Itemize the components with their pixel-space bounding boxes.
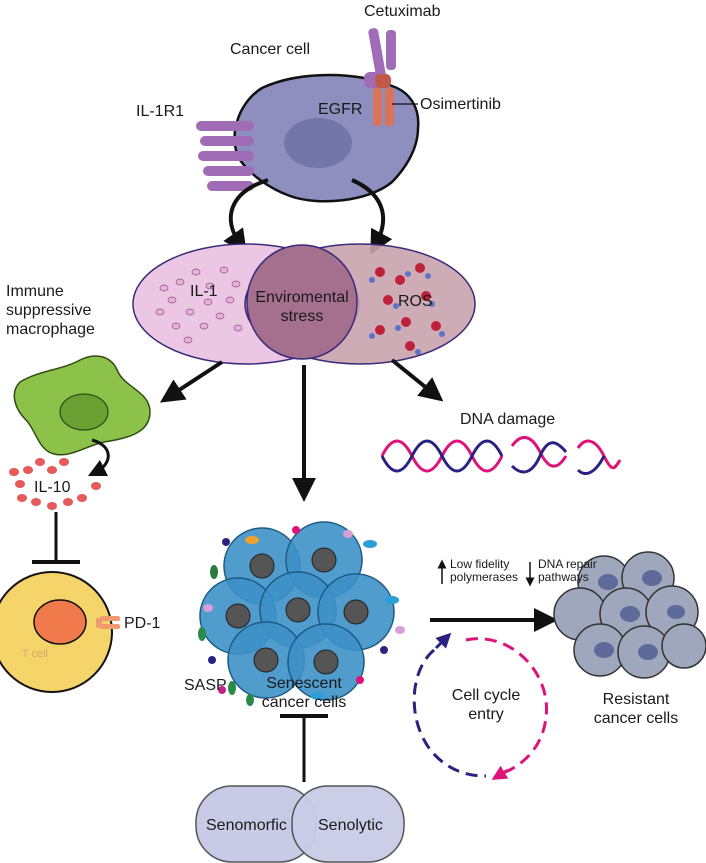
dna-helix-intact	[380, 439, 504, 473]
egfr-label: EGFR	[318, 101, 363, 118]
arrow-to-ros	[351, 178, 393, 255]
low-fidelity-label: Low fidelity polymerases	[450, 558, 518, 584]
t-cell-nucleus	[33, 599, 87, 645]
cell-cycle-arc-magenta	[465, 637, 549, 776]
ros-label: ROS	[398, 293, 433, 310]
egfr-receptor	[373, 74, 394, 126]
senolytic-label: Senolytic	[318, 817, 383, 834]
environmental-stress-line2: stress	[280, 308, 324, 325]
sasp-particles	[198, 526, 405, 706]
il1r1-label: IL-1R1	[136, 103, 185, 120]
cell-cycle-line2: entry	[468, 706, 504, 723]
il10-label: IL-10	[34, 479, 71, 496]
il1-label: IL-1	[190, 283, 218, 300]
resistant-line1: Resistant	[602, 691, 670, 708]
environmental-stress-label: Enviromental stress	[250, 288, 354, 326]
resistant-cells-cluster	[553, 551, 706, 679]
environmental-stress-overlap	[246, 244, 358, 360]
senescent-line1: Senescent	[266, 675, 342, 692]
macrophage-nucleus	[59, 393, 109, 431]
arrow-to-macrophage	[159, 360, 224, 403]
senomorfic-label: Senomorfic	[206, 817, 287, 834]
cell-cycle-arrowhead-navy	[434, 632, 452, 650]
macrophage-label: Immune suppressive macrophage	[6, 282, 95, 339]
il10-particles	[9, 458, 101, 510]
senescent-line2: cancer cells	[261, 694, 347, 711]
dna-repair-line1: DNA repair	[538, 557, 597, 571]
il1r1-receptor	[196, 121, 254, 191]
senescent-cells-cluster	[199, 521, 395, 701]
low-fidelity-line1: Low fidelity	[450, 557, 510, 571]
resistant-label: Resistant cancer cells	[584, 690, 688, 728]
cancer-cell-nucleus	[284, 118, 352, 168]
dna-damage-label: DNA damage	[460, 411, 556, 428]
resistant-line2: cancer cells	[593, 710, 679, 727]
il1-particles	[155, 266, 243, 344]
cell-cycle-arrowhead-magenta	[491, 765, 509, 780]
cancer-cell-label: Cancer cell	[230, 41, 311, 58]
pd1-label: PD-1	[124, 615, 161, 632]
dna-helix-damaged	[510, 436, 622, 475]
ros-molecules	[369, 263, 445, 355]
dna-repair-line2: pathways	[538, 570, 589, 584]
sasp-label: SASP	[184, 677, 227, 694]
dna-repair-label: DNA repair pathways	[538, 558, 597, 584]
cell-cycle-line1: Cell cycle	[451, 687, 521, 704]
macrophage-line3: macrophage	[6, 321, 95, 338]
arrow-to-dna-damage	[390, 358, 444, 402]
arrow-to-il1	[223, 178, 269, 254]
low-fidelity-line2: polymerases	[450, 570, 519, 584]
macrophage-line2: suppressive	[6, 302, 92, 319]
cetuximab-label: Cetuximab	[364, 3, 441, 20]
senescent-label: Senescent cancer cells	[244, 674, 364, 712]
tcell-label: T cell	[22, 648, 49, 660]
senolytic-shape	[291, 785, 405, 863]
environmental-stress-line1: Enviromental	[255, 289, 349, 306]
macrophage-line1: Immune	[6, 283, 64, 300]
pd1-receptor	[96, 616, 120, 629]
arrow-macrophage-to-il10	[87, 438, 110, 477]
cell-cycle-arc-navy	[412, 648, 487, 778]
osimertinib-label: Osimertinib	[420, 96, 501, 113]
cell-cycle-label: Cell cycle entry	[436, 686, 536, 724]
resistant-nuclei	[594, 570, 685, 660]
cancer-cell	[233, 73, 420, 203]
